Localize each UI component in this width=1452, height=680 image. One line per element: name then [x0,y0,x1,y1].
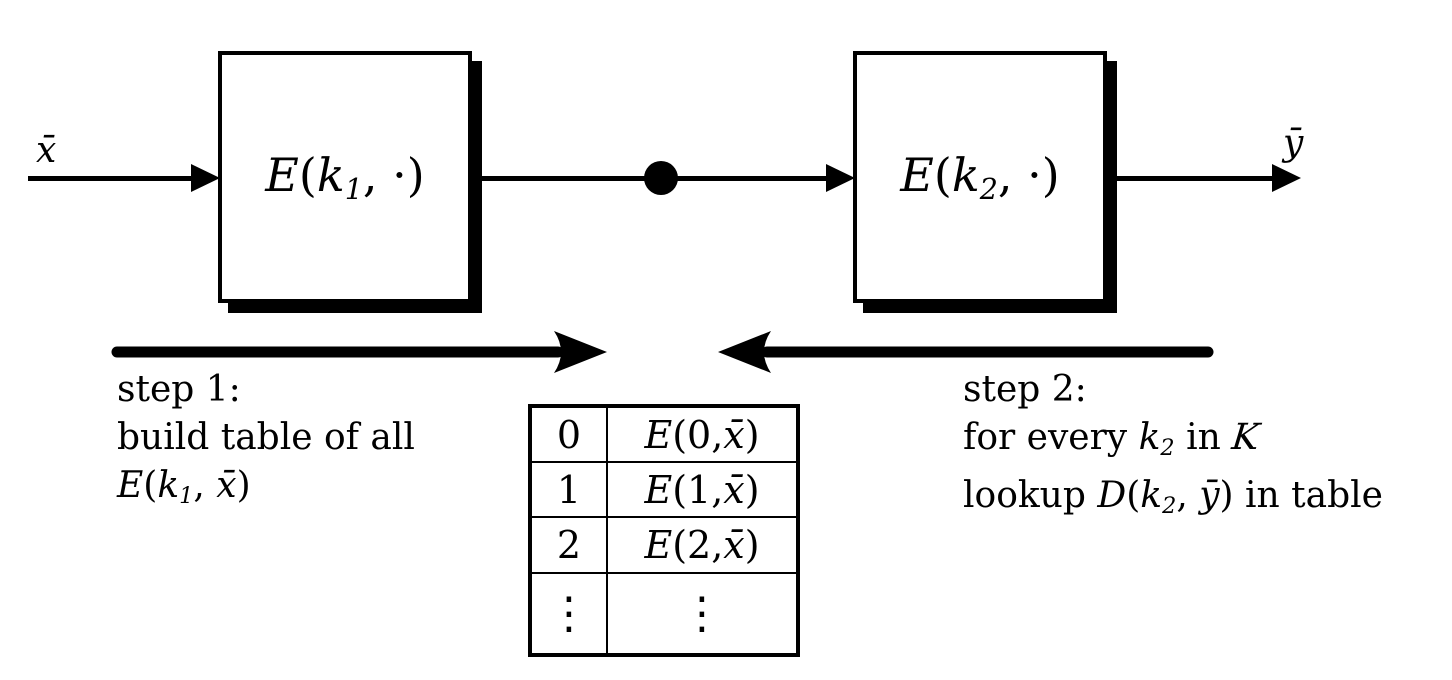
input-wire [28,176,194,181]
encrypt-box-2: E(k2, ·) [853,51,1107,303]
input-signal-label: x̄ [36,130,57,171]
step2-arrow-icon [718,331,1214,373]
input-arrowhead-icon [191,164,220,192]
step2-line-3: lookup D(k2, ȳ) in table [963,475,1383,520]
table-value-cell: E(2, x̄) [608,518,796,574]
table-key-cell: 2 [532,518,608,574]
step2-line-2: for every k2 in K [963,417,1262,462]
table-value-cell: E(0, x̄) [608,408,796,463]
table-key-cell: 1 [532,463,608,518]
step2-line-1: step 2: [963,369,1087,410]
table-value-cell: E(1, x̄) [608,463,796,518]
output-signal-label: ȳ [1283,123,1304,164]
encrypt-box-1-label: E(k1, ·) [265,148,425,206]
table-value-cell: ⋮ [680,587,724,639]
junction-dot-icon [644,161,678,195]
output-wire [1105,176,1275,181]
step1-arrow-icon [111,331,607,373]
encrypt-box-1: E(k1, ·) [218,51,472,303]
step1-line-3: E(k1, x̄) [117,465,251,510]
table-key-cell: 0 [532,408,608,463]
output-arrowhead-icon [1272,164,1301,192]
middle-arrowhead-icon [826,164,855,192]
table-key-cell: ⋮ [532,574,608,653]
step1-text: step 1: build table of all E(k1, x̄) [117,366,415,520]
encrypt-box-2-label: E(k2, ·) [900,148,1060,206]
step1-line-1: step 1: [117,369,241,410]
step1-line-2: build table of all [117,417,415,458]
step2-text: step 2: for every k2 in K lookup D(k2, ȳ… [963,366,1383,530]
